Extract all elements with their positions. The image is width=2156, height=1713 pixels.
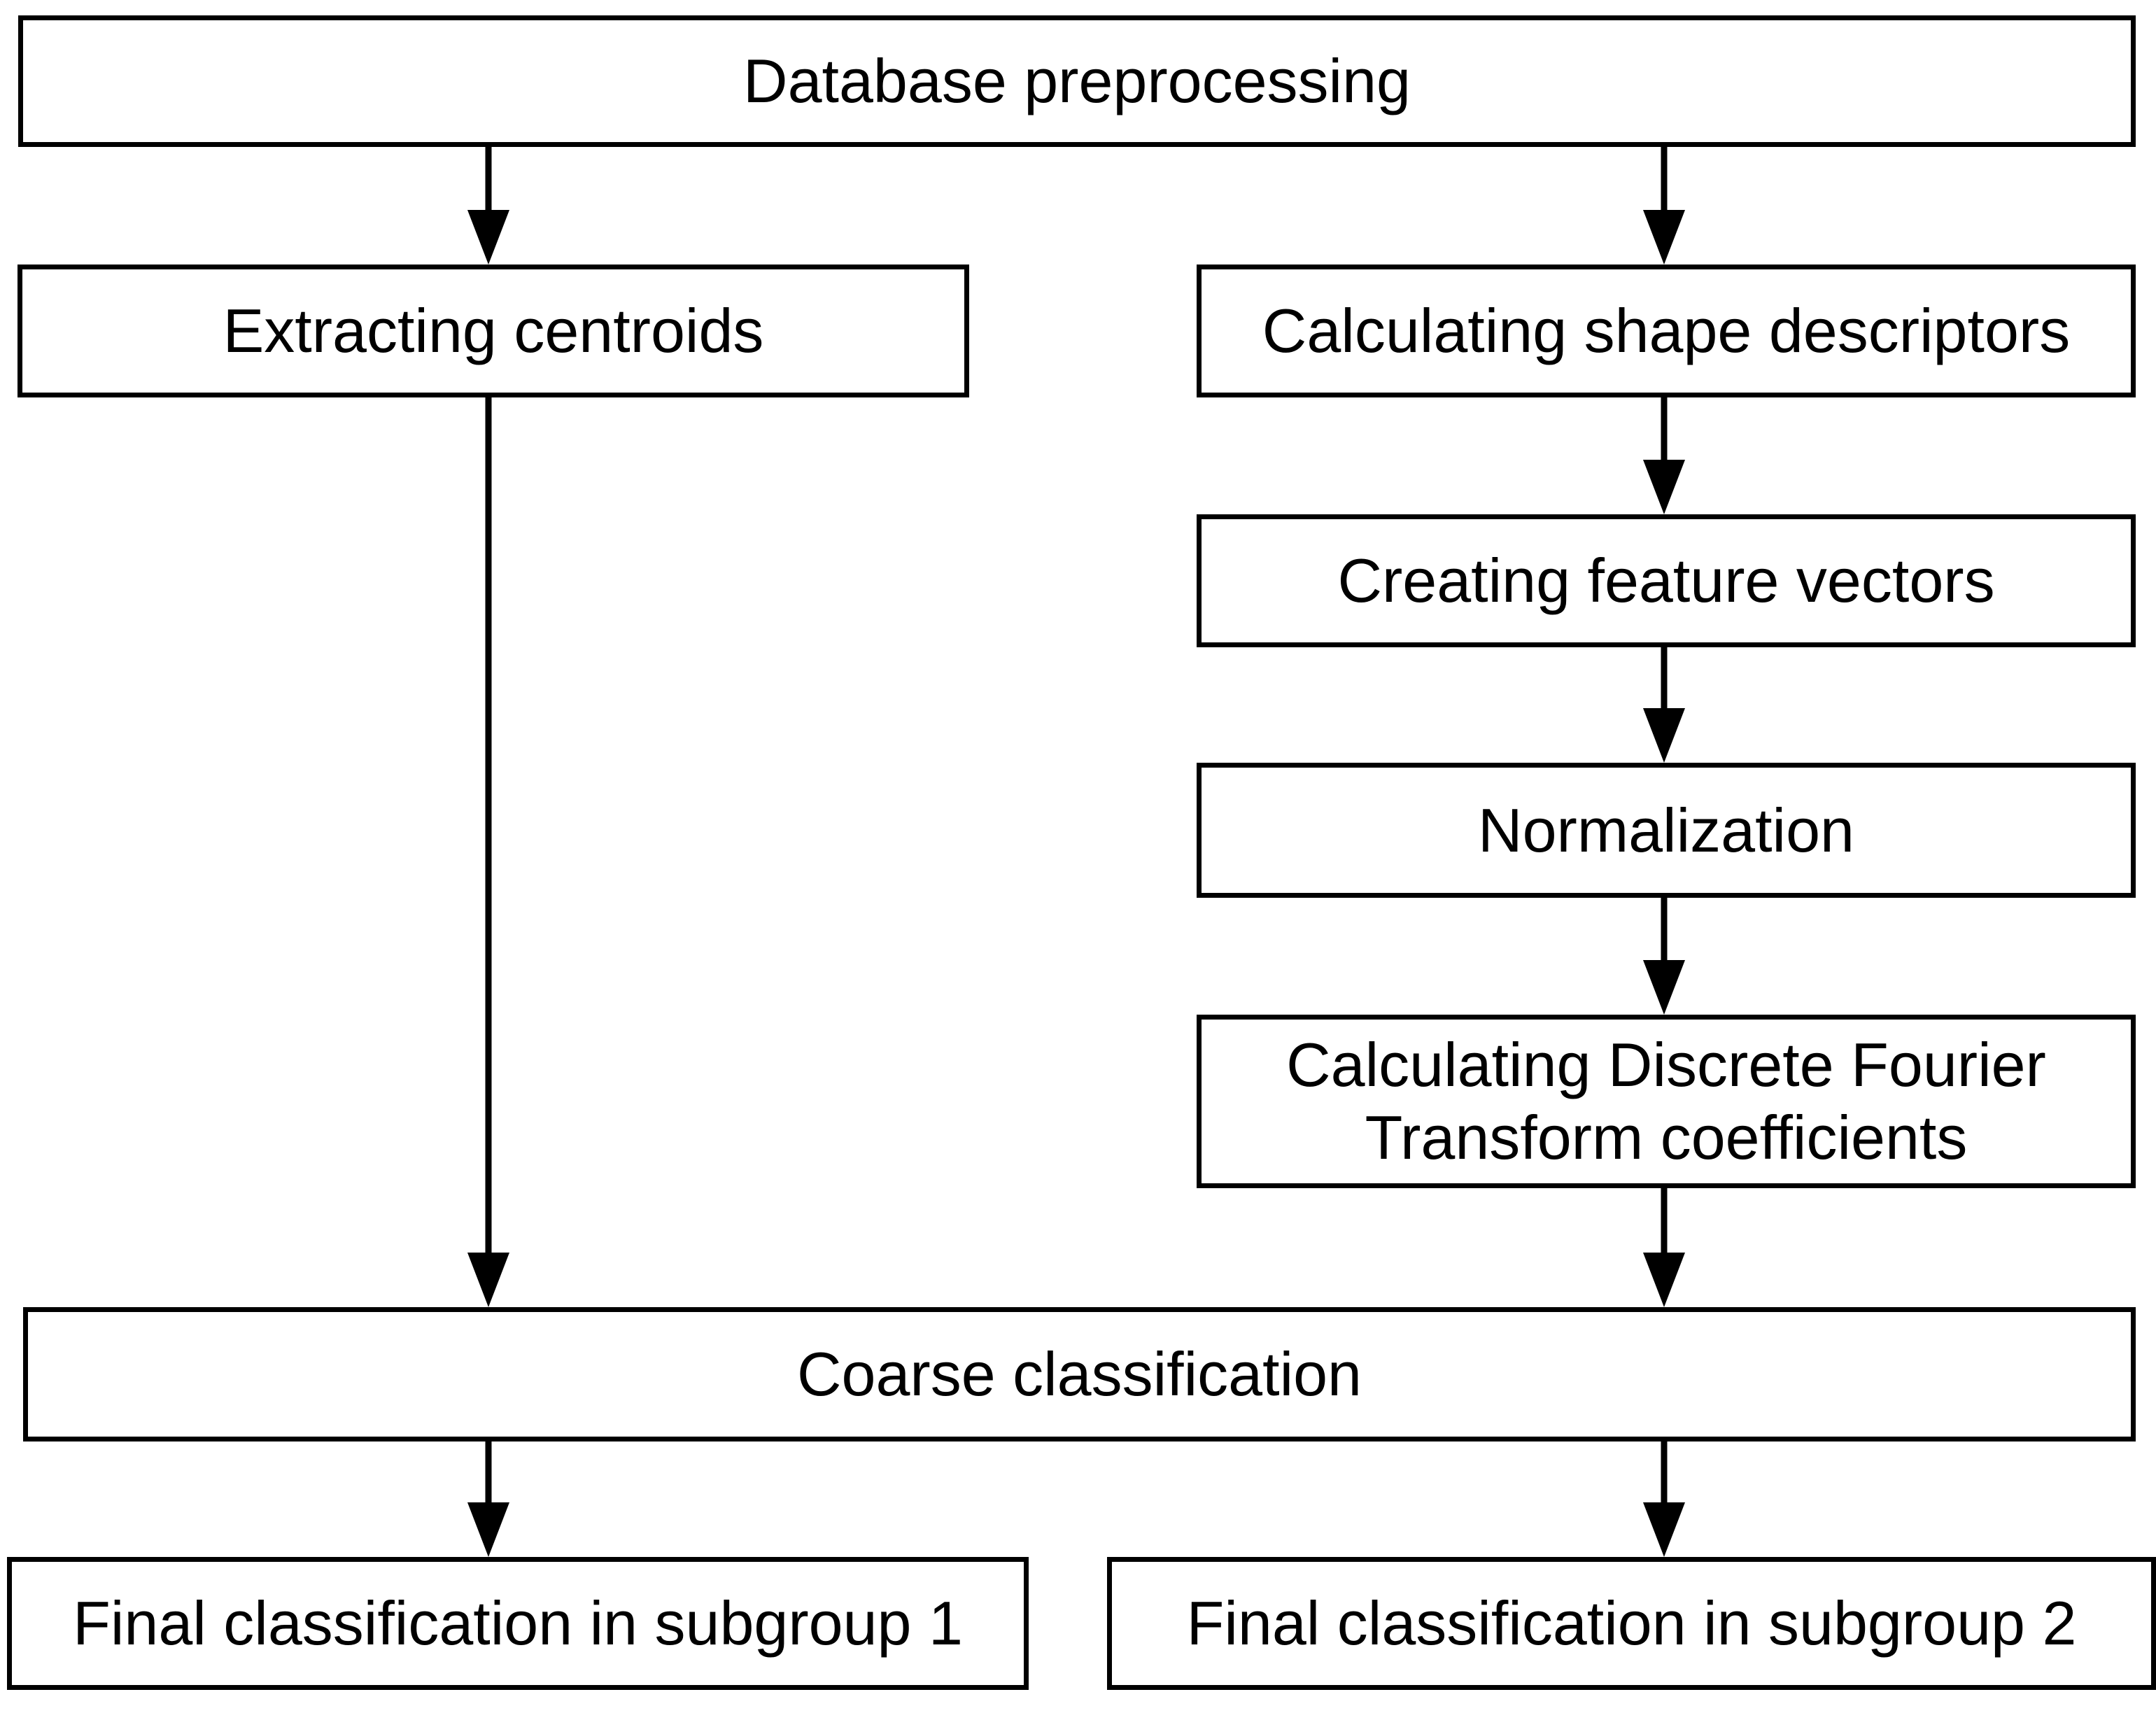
flow-arrow	[467, 1441, 509, 1557]
flow-arrow	[1643, 647, 1685, 763]
node-extracting-centroids[interactable]: Extracting centroids	[17, 265, 969, 397]
node-calculating-dft-coefficients[interactable]: Calculating Discrete Fourier Transform c…	[1197, 1015, 2136, 1188]
node-label-coarse-classification: Coarse classification	[797, 1339, 1362, 1409]
flow-arrow	[1643, 397, 1685, 514]
node-calculating-shape-descriptors[interactable]: Calculating shape descriptors	[1197, 265, 2136, 397]
flow-arrow	[1643, 147, 1685, 265]
flow-arrow	[467, 147, 509, 265]
flow-arrow	[467, 397, 509, 1307]
node-coarse-classification[interactable]: Coarse classification	[23, 1307, 2136, 1441]
node-creating-feature-vectors[interactable]: Creating feature vectors	[1197, 514, 2136, 647]
node-label-calculating-dft-coefficients: Calculating Discrete Fourier Transform c…	[1286, 1030, 2046, 1172]
node-label-final-classification-subgroup-1: Final classification in subgroup 1	[73, 1588, 963, 1658]
node-label-database-preprocessing: Database preprocessing	[743, 46, 1411, 116]
node-final-classification-subgroup-1[interactable]: Final classification in subgroup 1	[7, 1557, 1029, 1690]
flow-arrow	[1643, 1188, 1685, 1307]
node-database-preprocessing[interactable]: Database preprocessing	[18, 15, 2136, 147]
node-label-calculating-shape-descriptors: Calculating shape descriptors	[1262, 296, 2071, 366]
node-label-final-classification-subgroup-2: Final classification in subgroup 2	[1186, 1588, 2077, 1658]
node-normalization[interactable]: Normalization	[1197, 763, 2136, 898]
node-label-normalization: Normalization	[1478, 795, 1854, 865]
node-label-creating-feature-vectors: Creating feature vectors	[1337, 546, 1995, 616]
flow-arrow	[1643, 1441, 1685, 1557]
node-label-extracting-centroids: Extracting centroids	[223, 296, 764, 366]
flow-arrow	[1643, 898, 1685, 1015]
node-final-classification-subgroup-2[interactable]: Final classification in subgroup 2	[1107, 1557, 2156, 1690]
